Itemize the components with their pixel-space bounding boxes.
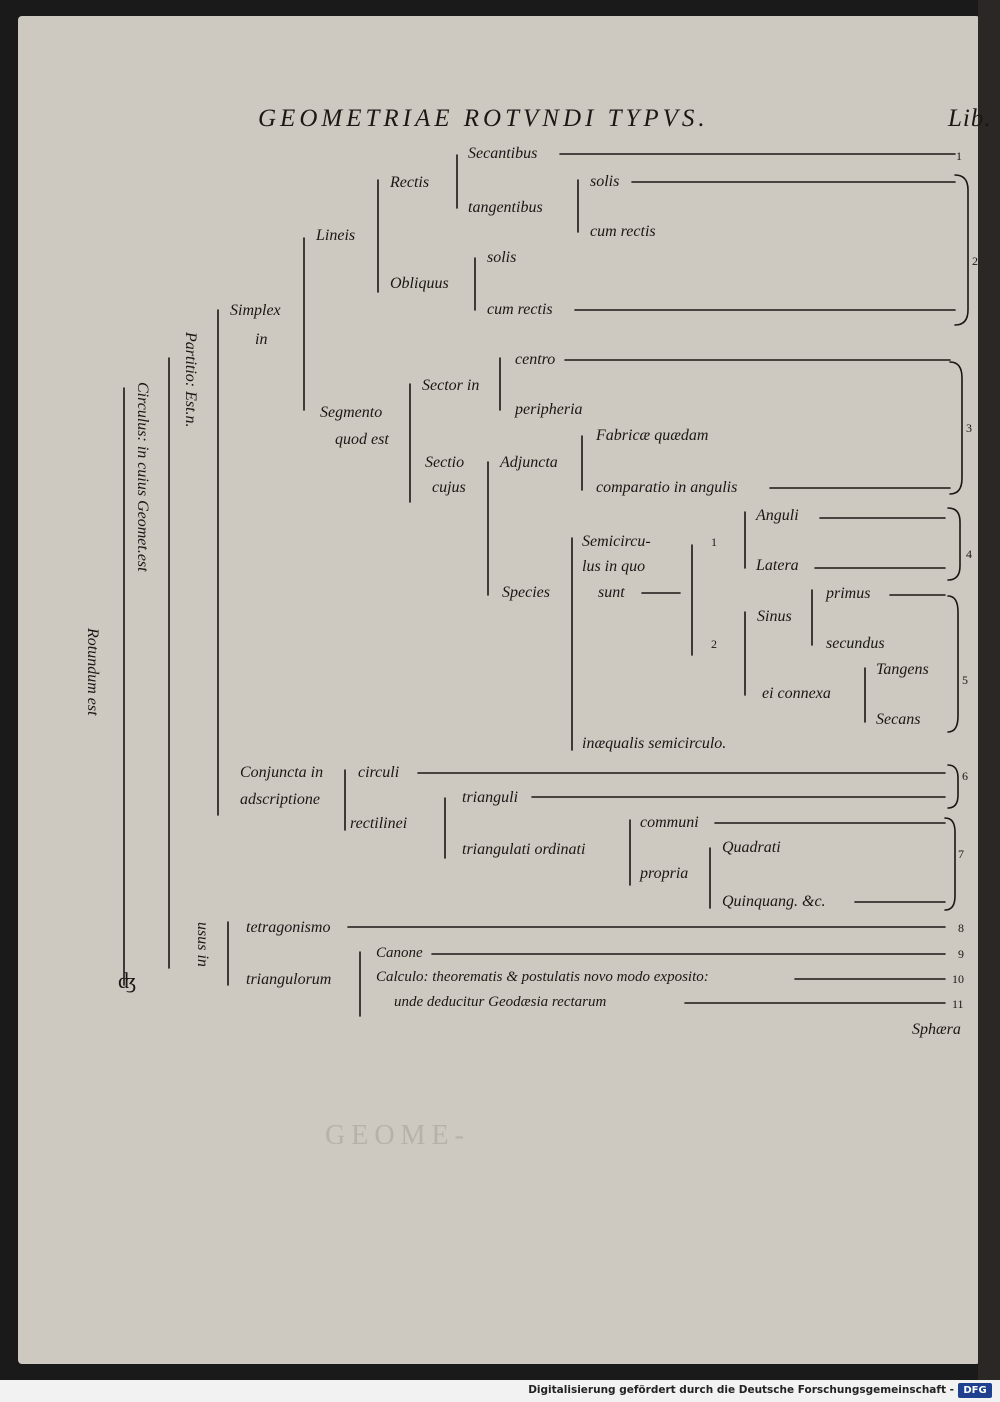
label-simplex: Simplex	[230, 302, 281, 319]
label-lineis: Lineis	[316, 227, 356, 244]
label-adscriptione: adscriptione	[240, 791, 320, 808]
label-triangulati: triangulati ordinati	[462, 841, 586, 858]
label-cum-rectis-1: cum rectis	[590, 223, 656, 240]
label-ei-connexa: ei connexa	[762, 685, 831, 702]
number-11: 11	[952, 997, 964, 1011]
label-communi: communi	[640, 814, 699, 831]
label-two: 2	[711, 637, 717, 651]
label-adjuncta: Adjuncta	[500, 454, 558, 471]
label-rectis: Rectis	[390, 174, 430, 191]
label-rectilinei: rectilinei	[350, 815, 408, 832]
bleed-through-text: GEOME-	[325, 1120, 470, 1151]
label-inaequalis: inæqualis semicirculo.	[582, 735, 727, 752]
rbracket-5	[947, 595, 959, 733]
number-5: 5	[962, 673, 968, 687]
label-conjuncta-in: Conjuncta in	[240, 764, 324, 781]
label-secundus: secundus	[826, 635, 885, 652]
label-sectio: Sectio	[425, 454, 465, 471]
label-calculo: Calculo: theorematis & postulatis novo m…	[376, 969, 709, 985]
label-circuli: circuli	[358, 764, 400, 781]
flourish-mark: ʤ	[118, 968, 137, 993]
label-usus: usus in	[194, 922, 211, 967]
label-rotundum: Rotundum est	[84, 628, 101, 716]
label-partitio: Partitio: Est.n.	[182, 332, 199, 428]
page-title: GEOMETRIAE ROTVNDI TYPVS.	[258, 105, 709, 132]
label-fabricae: Fabricæ quædam	[596, 427, 709, 444]
label-quinquang: Quinquang. &c.	[722, 893, 826, 910]
rbracket-2	[954, 174, 969, 326]
label-semicircu: Semicircu-	[582, 533, 651, 550]
label-sunt: sunt	[598, 584, 625, 601]
label-sector-in: Sector in	[422, 377, 480, 394]
label-canone: Canone	[376, 945, 423, 961]
label-obliquus: Obliquus	[390, 275, 449, 292]
label-secantibus: Secantibus	[468, 145, 538, 162]
label-cum-rectis-2: cum rectis	[487, 301, 553, 318]
label-unde: unde deducitur Geodæsia rectarum	[394, 994, 607, 1010]
label-latera: Latera	[756, 557, 799, 574]
number-6: 6	[962, 769, 968, 783]
label-one: 1	[711, 535, 717, 549]
label-triangulorum: triangulorum	[246, 971, 332, 988]
label-sinus: Sinus	[757, 608, 792, 625]
label-tangentibus: tangentibus	[468, 199, 543, 216]
label-tetragonismo: tetragonismo	[246, 919, 331, 936]
rbracket-6	[947, 764, 959, 809]
footer-bar: Digitalisierung gefördert durch die Deut…	[0, 1380, 1000, 1402]
label-species: Species	[502, 584, 550, 601]
dfg-logo-icon: DFG	[958, 1383, 992, 1398]
label-comparatio: comparatio in angulis	[596, 479, 738, 496]
number-7: 7	[958, 847, 964, 861]
number-3: 3	[966, 421, 972, 435]
number-2: 2	[972, 254, 978, 268]
footer-credit: Digitalisierung gefördert durch die Deut…	[528, 1384, 954, 1396]
number-8: 8	[958, 921, 964, 935]
rbracket-7	[944, 817, 956, 911]
label-simplex-in: in	[255, 331, 268, 348]
label-solis-1: solis	[590, 173, 620, 190]
rbracket-3	[949, 361, 963, 495]
paper-sheet	[18, 16, 980, 1364]
catchword: Sphæra	[912, 1021, 961, 1038]
label-secans: Secans	[876, 711, 921, 728]
label-primus: primus	[826, 585, 871, 602]
label-lus-in-quo: lus in quo	[582, 558, 646, 575]
label-anguli: Anguli	[756, 507, 799, 524]
label-peripheria: peripheria	[515, 401, 583, 418]
number-1: 1	[956, 149, 962, 163]
number-4: 4	[966, 547, 972, 561]
label-quod-est: quod est	[335, 431, 389, 448]
number-10: 10	[952, 972, 964, 986]
label-segmento: Segmento	[320, 404, 383, 421]
label-cujus: cujus	[432, 479, 466, 496]
number-9: 9	[958, 947, 964, 961]
label-circulus: Circulus: in cuius Geomet.est	[134, 382, 151, 572]
label-quadrati: Quadrati	[722, 839, 781, 856]
rbracket-4	[947, 507, 961, 581]
label-tangens: Tangens	[876, 661, 929, 678]
label-trianguli: trianguli	[462, 789, 519, 806]
page-edge	[978, 0, 1000, 1380]
label-propria: propria	[640, 865, 689, 882]
page-corner-label: Lib.	[948, 105, 992, 132]
label-solis-2: solis	[487, 249, 517, 266]
label-centro: centro	[515, 351, 556, 368]
